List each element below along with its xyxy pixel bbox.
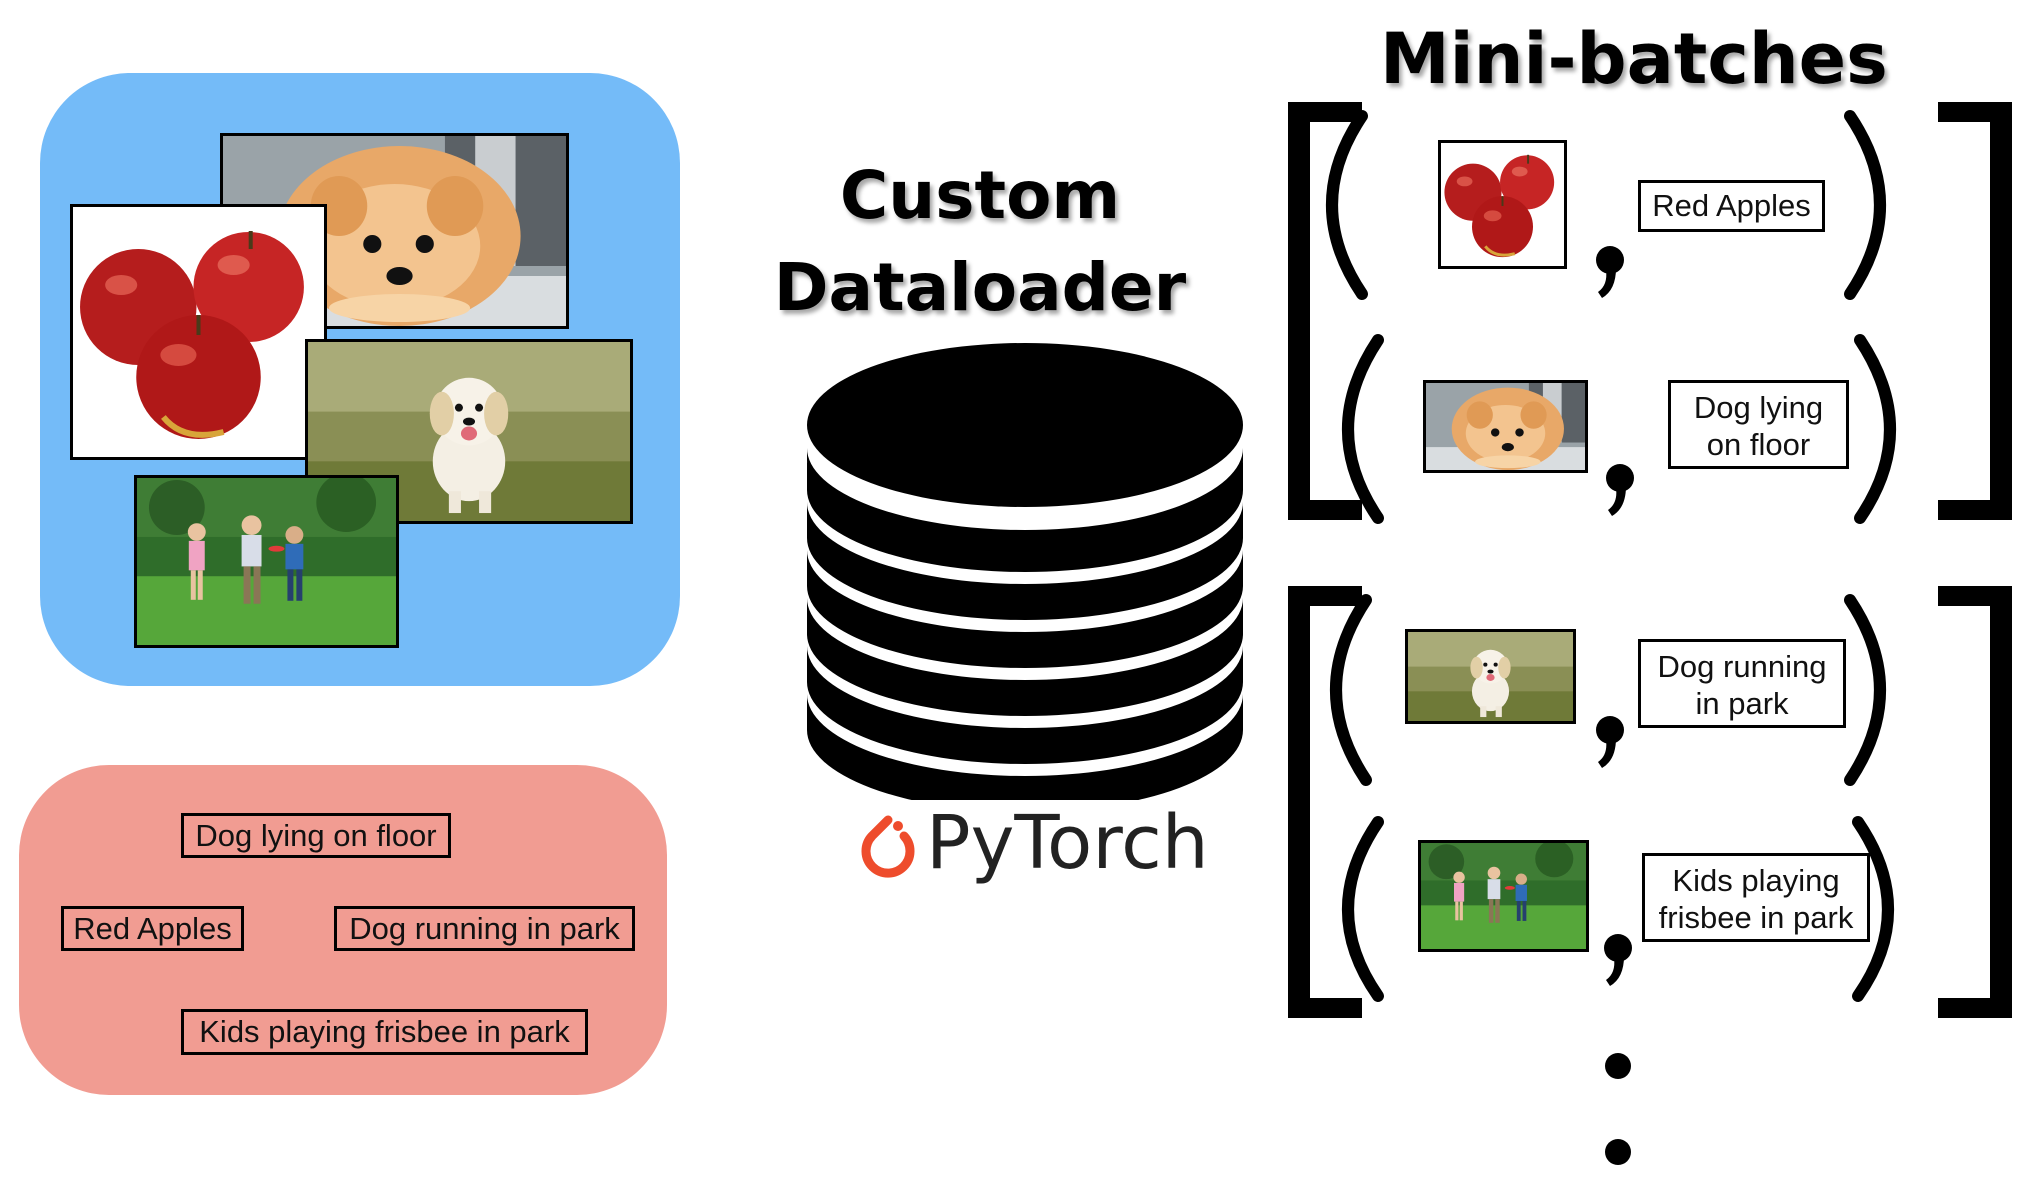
dataloader-title: Custom Dataloader — [770, 150, 1190, 334]
batch2-puppy-thumb — [1405, 629, 1576, 724]
caption-kids: Kids playing frisbee in park — [181, 1009, 588, 1055]
minibatches-title: Mini-batches — [1380, 18, 1888, 100]
kids-photo — [134, 475, 399, 648]
batch2-label-dog-running: Dog running in park — [1638, 639, 1846, 728]
pytorch-flame-icon — [861, 815, 915, 878]
batch2-label-line: in park — [1695, 686, 1789, 721]
batch1-apples-thumb — [1438, 140, 1567, 269]
batch2-label-line: frisbee in park — [1658, 900, 1854, 935]
batch2-label-kids: Kids playing frisbee in park — [1642, 853, 1870, 942]
captions-panel — [19, 765, 667, 1095]
batch1-label-line: on floor — [1706, 427, 1811, 462]
batch2-kids-thumb — [1418, 840, 1589, 952]
caption-dog-lying: Dog lying on floor — [181, 813, 451, 858]
batch2-label-line: Dog running — [1657, 649, 1827, 684]
minibatch-brackets — [1288, 102, 2012, 1165]
batch1-label-dog-lying: Dog lying on floor — [1668, 380, 1849, 469]
batch1-label-red-apples: Red Apples — [1638, 180, 1825, 232]
pytorch-logo-text: PyTorch — [926, 800, 1209, 886]
dataloader-title-line1: Custom — [839, 157, 1121, 234]
batch1-pomeranian-thumb — [1423, 380, 1588, 473]
caption-dog-running: Dog running in park — [334, 906, 635, 951]
batch1-label-line: Red Apples — [1652, 188, 1811, 223]
dataloader-title-line2: Dataloader — [773, 249, 1187, 326]
batch1-label-line: Dog lying — [1693, 390, 1824, 425]
caption-red-apples: Red Apples — [61, 906, 244, 951]
puppy-photo — [305, 339, 633, 524]
batch2-label-line: Kids playing — [1672, 863, 1840, 898]
database-icon — [807, 343, 1243, 800]
apples-photo — [70, 204, 327, 460]
